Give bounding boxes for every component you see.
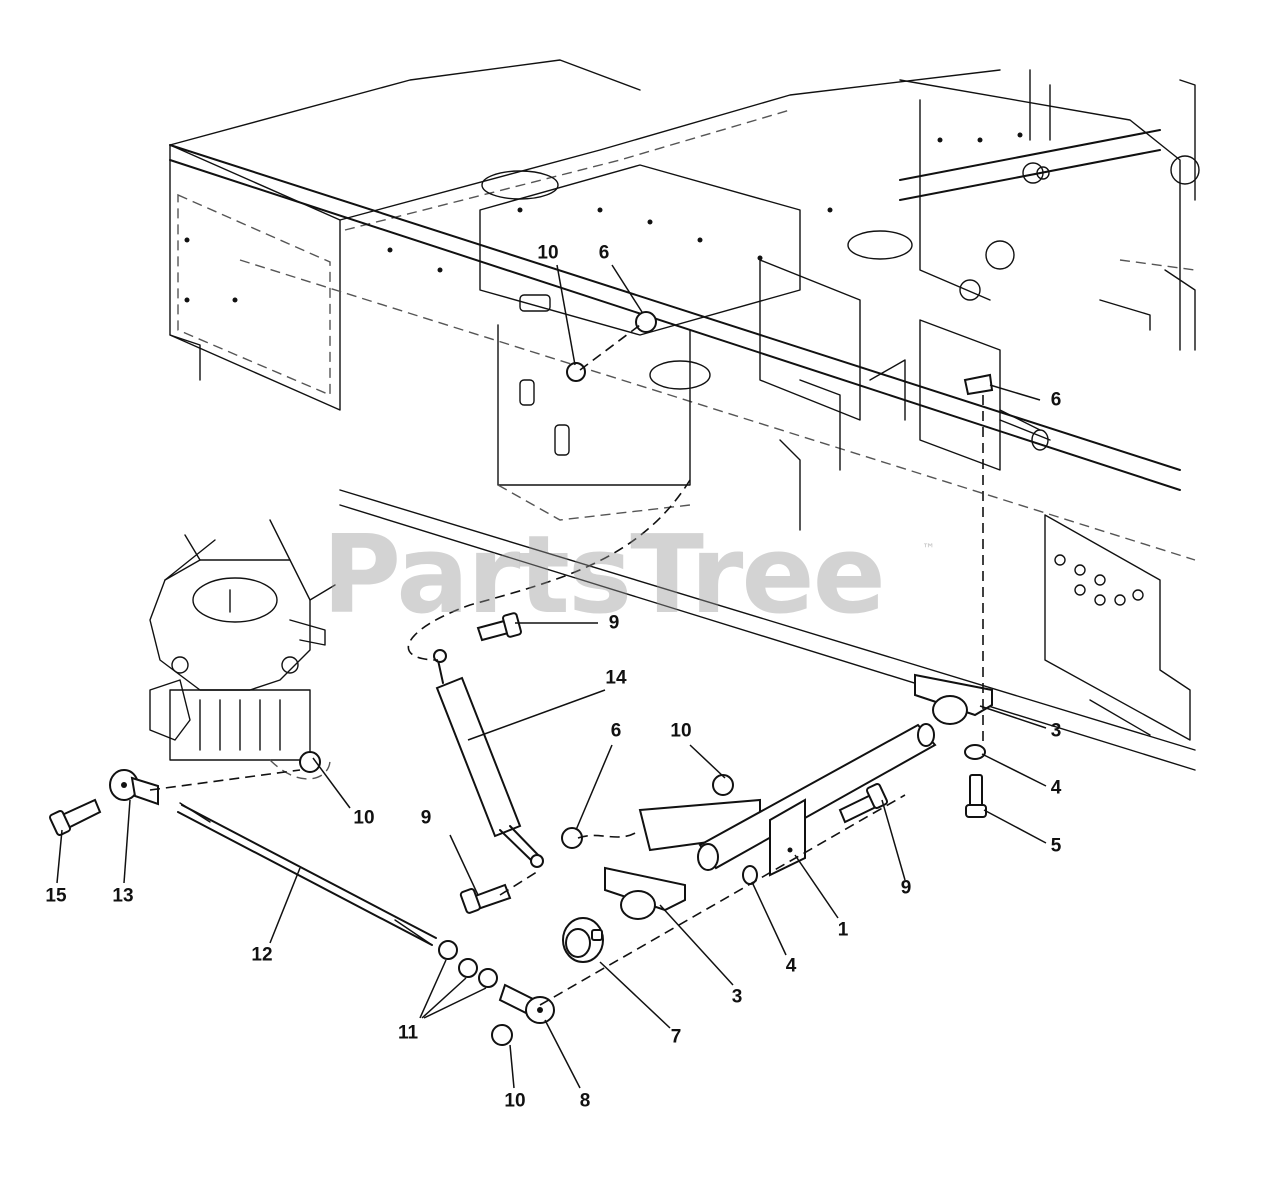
part-15-bolt	[48, 798, 102, 836]
callout-9-right: 9	[900, 877, 912, 899]
part-14-gas-spring	[433, 649, 544, 868]
transmission-assembly	[149, 519, 336, 780]
part-10-nuts	[299, 362, 734, 1046]
callout-3-right: 3	[1050, 720, 1062, 742]
callout-3-mid: 3	[731, 986, 743, 1008]
watermark: PartsTree	[322, 522, 886, 630]
part-13-rod-end	[109, 769, 159, 806]
callout-10-top: 10	[537, 242, 559, 264]
callout-14: 14	[605, 667, 627, 689]
callout-7: 7	[670, 1026, 682, 1048]
callout-10-bottom: 10	[504, 1090, 526, 1112]
part-3-bearing-brackets	[604, 673, 993, 920]
part-4-washers	[742, 744, 986, 885]
watermark-trademark: ™	[922, 542, 935, 557]
part-11-nuts	[438, 940, 498, 988]
watermark-text: PartsTree	[322, 513, 886, 638]
callout-12: 12	[251, 944, 273, 966]
chassis-frame	[169, 59, 1200, 771]
callout-11: 11	[397, 1022, 419, 1044]
callout-6-right: 6	[1050, 389, 1062, 411]
callout-6-mid: 6	[610, 720, 622, 742]
callout-10-left: 10	[353, 807, 375, 829]
callout-6-top: 6	[598, 242, 610, 264]
callout-9-left: 9	[420, 807, 432, 829]
part-5-bolt	[965, 774, 987, 818]
alignment-lines	[149, 324, 984, 1006]
leader-lines	[56, 264, 1047, 1089]
part-9-bolts	[459, 612, 889, 914]
callout-1: 1	[837, 919, 849, 941]
callout-4-right: 4	[1050, 777, 1062, 799]
callout-15: 15	[45, 885, 67, 907]
part-6-bushings	[561, 311, 994, 849]
callout-9-upper: 9	[608, 612, 620, 634]
part-12-threaded-rod	[177, 802, 437, 946]
callout-8: 8	[579, 1090, 591, 1112]
callout-10-mid: 10	[670, 720, 692, 742]
part-1-cross-tube	[638, 723, 937, 877]
part-8-rod-end	[498, 983, 555, 1024]
callout-13: 13	[112, 885, 134, 907]
callout-4-mid: 4	[785, 955, 797, 977]
part-7-collar	[562, 917, 604, 963]
guide-line-spring	[407, 479, 691, 661]
callout-5: 5	[1050, 835, 1062, 857]
